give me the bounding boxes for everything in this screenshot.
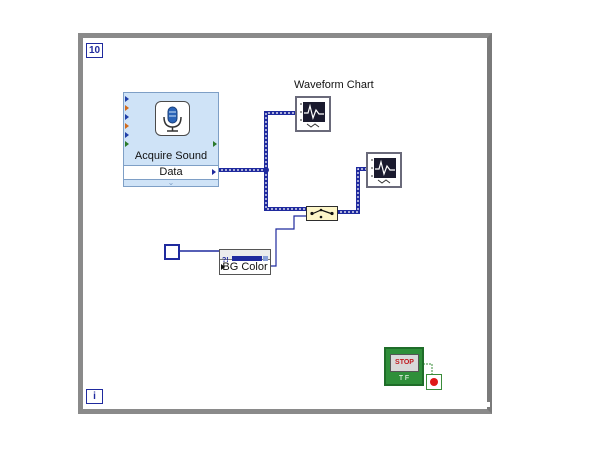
select-function[interactable]	[306, 206, 338, 221]
data-output-terminal[interactable]: Data	[124, 165, 218, 180]
input-arrow-icon	[125, 132, 129, 138]
waveform-chart-terminal[interactable]	[295, 96, 331, 132]
select-icon	[310, 208, 334, 219]
input-arrow-icon	[125, 96, 129, 102]
loop-count-terminal[interactable]: 10	[86, 43, 103, 58]
input-arrow-icon	[125, 105, 129, 111]
graph-icon	[369, 155, 399, 185]
bg-color-wire	[268, 215, 306, 267]
while-loop-frame[interactable]	[78, 33, 492, 414]
bg-color-property[interactable]: BG Color	[220, 260, 270, 274]
wire-junction	[263, 167, 269, 173]
svg-text:?!: ?!	[222, 257, 229, 263]
loop-frame-gap	[482, 402, 490, 407]
dynamic-data-wires	[217, 111, 366, 214]
loop-iteration-terminal[interactable]: i	[86, 389, 103, 404]
expand-chevron-icon[interactable]: ⌄	[167, 178, 175, 187]
stop-if-true-icon	[430, 378, 438, 386]
microphone-icon	[155, 101, 190, 136]
input-arrow-icon	[125, 141, 129, 147]
output-arrow-icon	[213, 141, 217, 147]
stop-label: STOP	[390, 354, 419, 372]
waveform-chart-label: Waveform Chart	[294, 79, 374, 91]
stop-button-terminal[interactable]: STOP T F	[384, 347, 424, 386]
boolean-constant[interactable]	[164, 244, 180, 260]
output-arrow-icon	[212, 169, 216, 175]
input-arrow-icon	[125, 114, 129, 120]
bg-color-label: BG Color	[222, 261, 268, 273]
loop-condition-terminal[interactable]	[426, 374, 442, 390]
graph-icon	[298, 99, 328, 129]
bg-color-property-node[interactable]: ?! BG Color	[219, 249, 271, 275]
graph-terminal[interactable]	[366, 152, 402, 188]
acquire-sound-express-vi[interactable]: Acquire Sound Data ⌄	[123, 92, 219, 187]
stop-wire	[420, 363, 433, 374]
acquire-sound-title: Acquire Sound	[134, 150, 208, 162]
data-output-label: Data	[159, 166, 183, 178]
property-arrow-icon	[221, 264, 225, 270]
input-arrow-icon	[125, 123, 129, 129]
property-node-header: ?!	[220, 250, 270, 264]
stop-boolean-label: T F	[398, 375, 410, 382]
